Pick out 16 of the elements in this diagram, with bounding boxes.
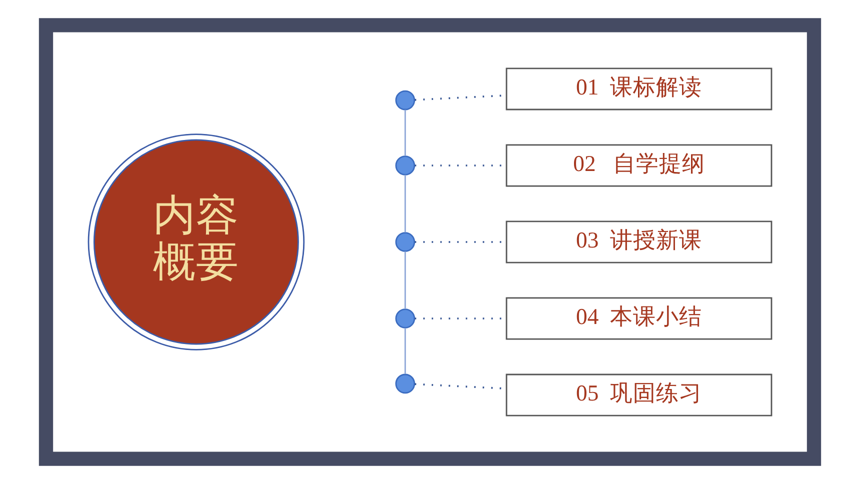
cluster	[38, 18, 822, 466]
connector	[404, 174, 406, 232]
node-circle: 内容概要	[88, 134, 305, 350]
node-circle	[395, 232, 416, 252]
connector	[404, 328, 406, 374]
node-box: 02 自学提纲	[506, 144, 772, 187]
node-circle	[395, 308, 416, 328]
node-box: 01 课标解读	[506, 68, 772, 110]
node-box: 04 本课小结	[506, 297, 772, 340]
node-circle	[395, 90, 416, 110]
connector	[404, 110, 406, 156]
node-circle	[395, 156, 416, 176]
node-circle	[395, 374, 416, 394]
node-box: 03 讲授新课	[506, 220, 772, 264]
connector	[404, 251, 406, 309]
node-box: 05 巩固练习	[506, 374, 772, 416]
